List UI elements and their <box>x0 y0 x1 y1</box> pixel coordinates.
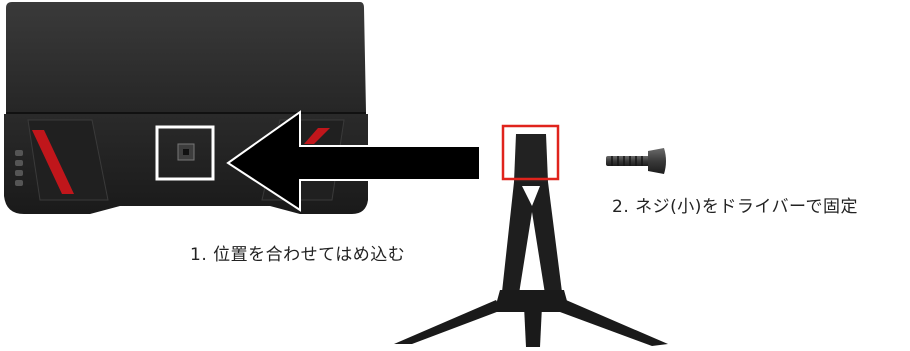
socket-highlight-box <box>155 125 215 181</box>
step2-caption: 2. ネジ(小)をドライバーで固定 <box>612 197 859 217</box>
stand-highlight-box <box>501 124 560 181</box>
step1-caption: 1. 位置を合わせてはめ込む <box>190 245 406 265</box>
stand <box>394 134 668 347</box>
screw-icon <box>606 148 666 174</box>
insert-direction-arrow <box>226 110 481 212</box>
left-red-accent <box>32 130 74 194</box>
monitor-back <box>4 2 368 214</box>
right-red-accent <box>304 128 330 144</box>
